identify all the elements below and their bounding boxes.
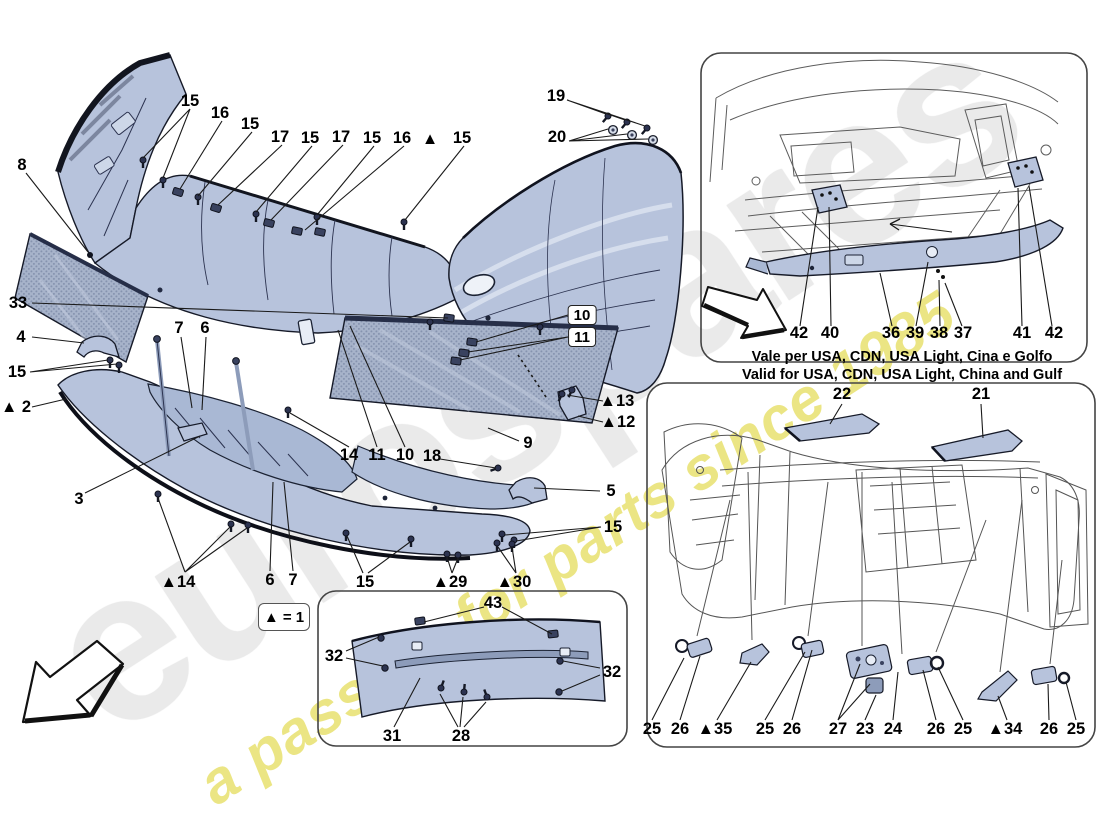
usa-inset-arrow [701,286,787,340]
part-callout[interactable]: 43 [483,593,503,612]
left-grille [14,232,149,364]
part-callout[interactable]: 42 [789,323,809,342]
part-callout[interactable]: 26 [1039,719,1059,738]
part-callout[interactable]: ▲14 [160,572,196,591]
part-callout[interactable]: 15 [300,128,320,147]
part-callout[interactable]: 25 [953,719,973,738]
part-callout[interactable]: 23 [855,719,875,738]
part-callout[interactable]: 8 [17,155,27,174]
part-callout[interactable]: ▲35 [697,719,733,738]
part-callout[interactable]: 16 [392,128,412,147]
part-callout[interactable]: 6 [265,570,275,589]
part-callout[interactable]: 15 [362,128,382,147]
part-callout[interactable]: 15 [180,91,200,110]
part-callout[interactable]: 3 [74,489,84,508]
part-callout[interactable]: 15 [240,114,260,133]
part-callout[interactable]: 20 [547,127,567,146]
part-callout[interactable]: 32 [602,662,622,681]
part-callout[interactable]: 24 [883,719,903,738]
part-callout[interactable]: 32 [324,646,344,665]
part-callout[interactable]: 22 [832,384,852,403]
part-callout[interactable]: 4 [16,327,26,346]
part-callout[interactable]: 11 [368,445,386,464]
rear-leader-lines [651,403,1077,721]
crossmember-part [745,156,1064,279]
trim-wedge-21 [930,429,1023,462]
part-callout[interactable]: ▲ 2 [0,397,32,416]
part-callout[interactable]: 15 [355,572,375,591]
part-callout[interactable]: 17 [270,127,290,146]
part-callout[interactable]: 7 [174,318,184,337]
bumper-underside-inset [646,382,1096,748]
part-callout[interactable]: 10 [567,305,597,325]
part-callout[interactable]: ▲34 [987,719,1023,738]
fitting-parts [76,313,587,504]
part-callout[interactable]: 31 [382,726,402,745]
trim-wedge-22 [783,413,881,442]
part-callout[interactable]: 14 [339,445,359,464]
part-callout[interactable]: 7 [288,570,298,589]
part-callout[interactable]: 21 [971,384,991,403]
part-callout[interactable]: ▲29 [432,572,468,591]
usa-note-english: Valid for USA, CDN, USA Light, China and… [741,367,1063,383]
part-callout[interactable]: 36 [881,323,901,342]
front-bumper-exploded-view [14,52,684,724]
part-callout[interactable]: 26 [670,719,690,738]
part-callout[interactable]: 5 [606,481,616,500]
part-callout[interactable]: 27 [828,719,848,738]
part-callout[interactable]: 11 [568,327,596,347]
part-callout[interactable]: 10 [395,445,415,464]
direction-arrow [21,639,125,724]
part-callout[interactable]: 28 [451,726,471,745]
part-callout[interactable]: 39 [905,323,925,342]
part-callout[interactable]: 15 [452,128,472,147]
part-callout[interactable]: 15 [603,517,623,536]
usa-crossmember-inset [700,52,1088,363]
leader-lines [25,99,649,574]
part-callout[interactable]: 15 [7,362,27,381]
legend-text: ▲ = 1 [263,608,305,626]
usa-note-italian: Vale per USA, CDN, USA Light, Cina e Gol… [751,349,1053,365]
part-callout[interactable]: 40 [820,323,840,342]
part-callout[interactable]: 25 [755,719,775,738]
diagram-art [14,52,1096,748]
part-callout[interactable]: 25 [642,719,662,738]
legend-box: ▲ = 1 [258,603,310,631]
part-callout[interactable]: 37 [953,323,973,342]
part-callout[interactable]: 26 [782,719,802,738]
part-callout[interactable]: ▲13 [599,391,635,410]
part-callout[interactable]: ▲ [421,129,439,148]
part-callout[interactable]: ▲12 [600,412,636,431]
part-callout[interactable]: ▲30 [496,572,532,591]
plate-bracket-inset [317,590,628,747]
part-callout[interactable]: 33 [8,293,28,312]
part-callout[interactable]: 18 [422,446,442,465]
part-callout[interactable]: 41 [1012,323,1032,342]
part-callout[interactable]: 6 [200,318,210,337]
part-callout[interactable]: 42 [1044,323,1064,342]
part-callout[interactable]: 19 [546,86,566,105]
bumper-underside-line-art [661,423,1089,673]
part-callout[interactable]: 9 [523,433,533,452]
sensor-parts-row [675,636,1071,702]
part-callout[interactable]: 16 [210,103,230,122]
part-callout[interactable]: 17 [331,127,351,146]
part-callout[interactable]: 25 [1066,719,1086,738]
part-callout[interactable]: 26 [926,719,946,738]
bumper-upper-corner [55,52,187,264]
usa-leader-lines [799,185,1053,327]
chassis-line-art [709,59,1059,257]
part-callout[interactable]: 38 [929,323,949,342]
front-spoiler-lip [57,369,547,561]
bumper-upper-band [93,174,459,346]
